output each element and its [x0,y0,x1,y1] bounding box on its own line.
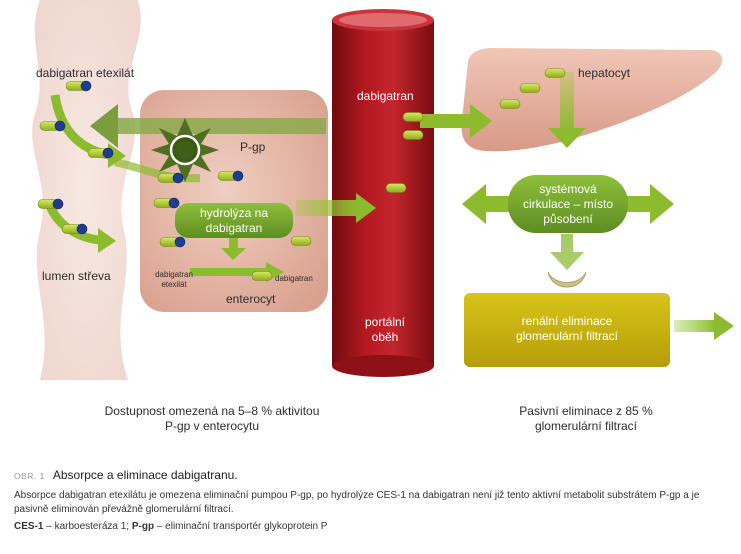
abbrev-ces-val: – karboesteráza 1; [43,521,132,532]
label-portal: portální oběh [364,315,406,344]
crescent-receptor-icon [547,271,587,288]
liver-down-arrow [548,72,586,148]
label-renal: renální eliminace glomerulární filtrací [515,314,619,343]
abbrev-pgp-key: P-gp [131,521,155,532]
systemic-box [508,175,628,233]
figure-abbreviations: CES-1 – karboesteráza 1; P-gp – eliminač… [14,520,734,534]
note-elimination: Pasivní eliminace z 85 % glomerulární fi… [519,404,653,433]
abbrev-pgp-val: – eliminační transportér glykoprotein P [154,521,328,532]
note-availability: Dostupnost omezená na 5–8 % aktivitou P-… [104,404,320,433]
label-pgp: P-gp [240,140,266,154]
figure-caption-text: Absorpce dabigatran etexilátu je omezena… [14,490,700,515]
lumen-wall [32,0,141,380]
renal-out-arrow [674,312,734,340]
label-hepatocyte: hepatocyt [578,66,631,80]
liver-shape [461,48,723,152]
renal-box [464,293,670,367]
abbrev-ces-key: CES-1 [14,521,44,532]
to-liver-arrow [420,104,492,138]
label-small-etexilate: dabigatran etexilát [155,270,193,289]
label-lumen: lumen střeva [42,269,111,283]
portal-vessel [332,9,434,377]
hydrolysis-box [175,203,293,238]
figure-number: OBR. 1 [14,471,45,481]
figure-title: Absorpce a eliminace dabigatranu. [52,468,238,482]
label-dabigatran-blood: dabigatran [357,89,414,103]
figure-caption-title: OBR. 1 Absorpce a eliminace dabigatranu. [14,466,238,484]
systemic-down-arrow [550,234,584,270]
pgp-efflux-arrow [90,104,326,148]
pgp-pump-icon [151,118,219,182]
label-enterocyte: enterocyt [226,292,276,306]
label-hydrolysis: hydrolýza na dabigatran [199,206,269,235]
label-dabigatran-etexilate: dabigatran etexilát [36,66,135,80]
label-systemic: systémová cirkulace – místo působení [522,182,614,226]
to-portal-arrow [296,193,376,223]
label-small-dabigatran: dabigatran [275,274,313,283]
